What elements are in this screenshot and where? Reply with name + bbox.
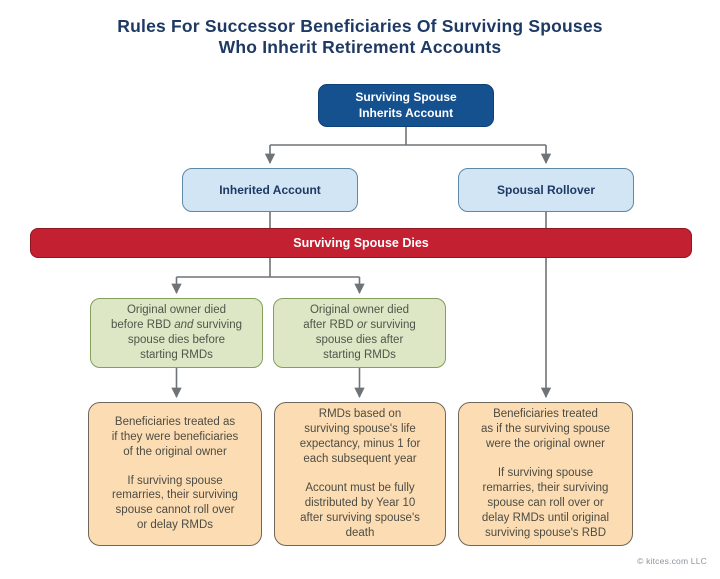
page-title: Rules For Successor Beneficiaries Of Sur…: [117, 16, 603, 58]
outcome-paragraph: Beneficiaries treated as if they were be…: [111, 415, 239, 458]
node-outcome-spouse-as-original-owner: Beneficiaries treated as if the survivin…: [458, 402, 633, 546]
outcome-paragraph: RMDs based on surviving spouse's life ex…: [299, 408, 421, 466]
node-inherited-account: Inherited Account: [182, 168, 358, 212]
node-died-after-rbd: Original owner died after RBD or survivi…: [273, 298, 446, 368]
node-died-before-rbd: Original owner died before RBD and survi…: [90, 298, 263, 368]
green-left-text: Original owner died before RBD and survi…: [110, 303, 243, 362]
outcome-paragraph: Account must be fully distributed by Yea…: [300, 482, 420, 539]
node-spousal-rollover: Spousal Rollover: [458, 168, 634, 212]
node-outcome-rmd-life-expectancy: RMDs based on surviving spouse's life ex…: [274, 402, 446, 546]
copyright-notice: © kitces.com LLC: [637, 556, 707, 566]
outcome-paragraph: Beneficiaries treated as if the survivin…: [480, 408, 611, 451]
outcome-paragraph: If surviving spouse remarries, their sur…: [112, 474, 238, 532]
green-right-text: Original owner died after RBD or survivi…: [303, 303, 416, 362]
banner-surviving-spouse-dies: Surviving Spouse Dies: [30, 228, 692, 258]
outcome-paragraph: If surviving spouse remarries, their sur…: [481, 467, 610, 539]
node-outcome-original-owner-beneficiaries: Beneficiaries treated as if they were be…: [88, 402, 262, 546]
node-surviving-spouse-inherits-account: Surviving Spouse Inherits Account: [318, 84, 494, 127]
